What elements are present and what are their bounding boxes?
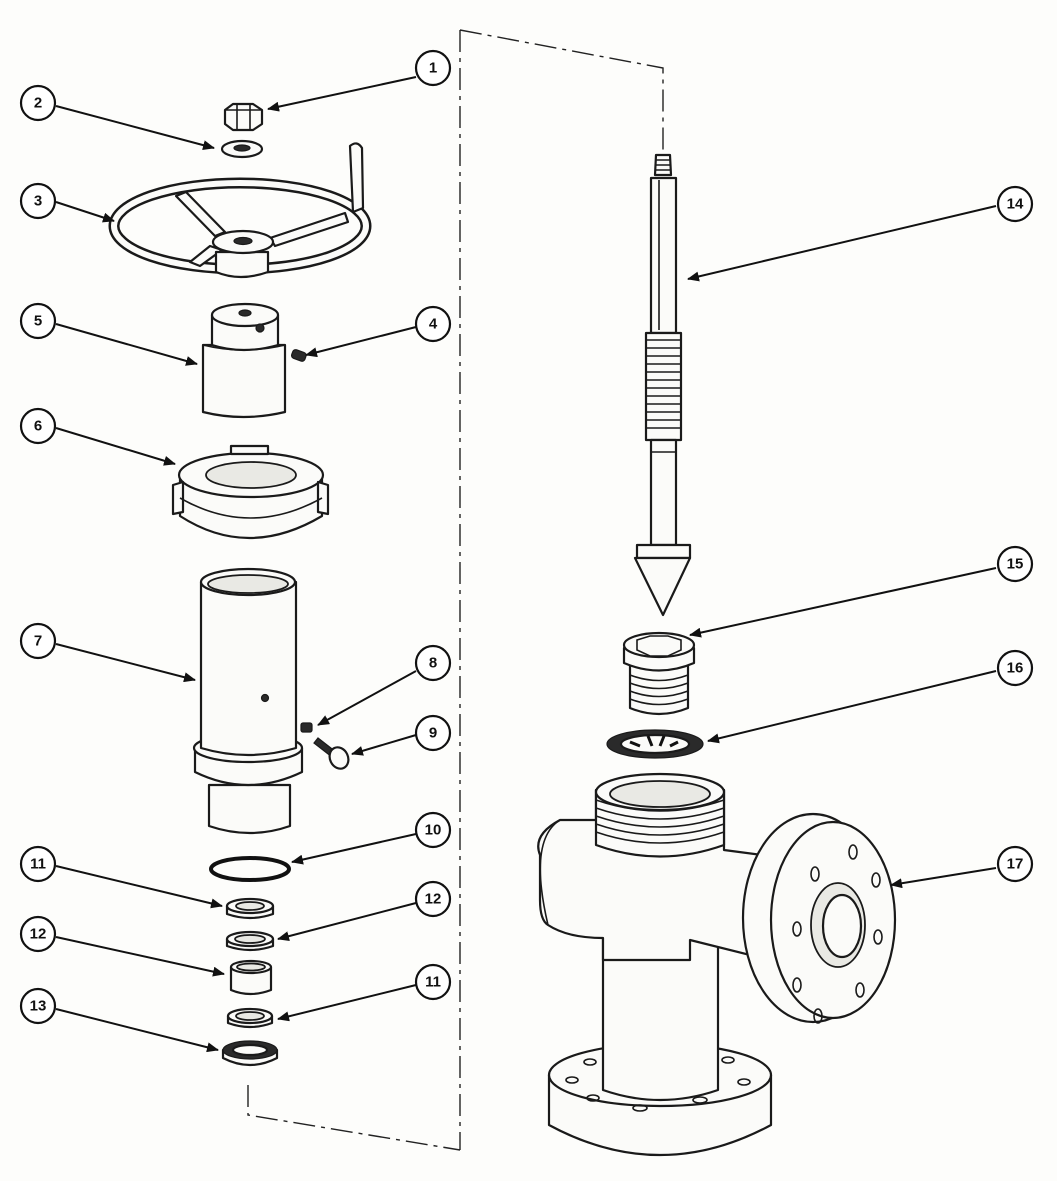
svg-text:1: 1 bbox=[429, 60, 437, 77]
callout-17: 17 bbox=[996, 845, 1034, 883]
svg-text:14: 14 bbox=[1007, 196, 1024, 213]
svg-text:4: 4 bbox=[429, 316, 438, 333]
svg-text:8: 8 bbox=[429, 655, 437, 672]
part-gasket bbox=[606, 729, 704, 759]
assembly-centerline bbox=[247, 29, 664, 1151]
callout-16: 16 bbox=[996, 649, 1034, 687]
callout-10: 10 bbox=[414, 811, 452, 849]
part-seal-ring-upper bbox=[225, 897, 275, 920]
svg-text:11: 11 bbox=[30, 856, 46, 873]
callout-13: 13 bbox=[19, 987, 57, 1025]
part-bonnet-nut bbox=[171, 444, 330, 539]
svg-text:10: 10 bbox=[425, 822, 442, 839]
svg-text:2: 2 bbox=[34, 95, 42, 112]
svg-text:3: 3 bbox=[34, 193, 42, 210]
part-small-screw bbox=[300, 722, 313, 733]
svg-text:12: 12 bbox=[30, 926, 47, 943]
callout-3: 3 bbox=[19, 182, 57, 220]
leader-lines bbox=[55, 76, 997, 1053]
callout-11-upper: 11 bbox=[19, 845, 57, 883]
part-needle-stem bbox=[633, 153, 692, 617]
callout-14: 14 bbox=[996, 185, 1034, 223]
svg-text:15: 15 bbox=[1007, 556, 1024, 573]
part-bonnet bbox=[192, 567, 304, 835]
callout-15: 15 bbox=[996, 545, 1034, 583]
svg-text:13: 13 bbox=[30, 998, 47, 1015]
part-handwheel-hub bbox=[201, 302, 287, 419]
part-handwheel bbox=[108, 142, 372, 279]
svg-text:12: 12 bbox=[425, 891, 442, 908]
svg-text:17: 17 bbox=[1007, 856, 1024, 873]
callout-5: 5 bbox=[19, 302, 57, 340]
part-seat bbox=[622, 631, 696, 716]
svg-text:7: 7 bbox=[34, 633, 42, 650]
part-valve-body bbox=[537, 772, 897, 1157]
svg-text:9: 9 bbox=[429, 725, 437, 742]
callout-2: 2 bbox=[19, 84, 57, 122]
part-lip-seal bbox=[221, 1040, 279, 1067]
svg-text:16: 16 bbox=[1007, 660, 1024, 677]
part-seal-ring-lower bbox=[226, 1007, 274, 1029]
svg-text:5: 5 bbox=[34, 313, 42, 330]
part-washer bbox=[220, 139, 264, 159]
callout-4: 4 bbox=[414, 305, 452, 343]
callout-8: 8 bbox=[414, 644, 452, 682]
part-packing-sleeve bbox=[229, 959, 273, 996]
callout-1: 1 bbox=[414, 49, 452, 87]
part-o-ring bbox=[209, 856, 291, 882]
callout-7: 7 bbox=[19, 622, 57, 660]
callout-6: 6 bbox=[19, 407, 57, 445]
callout-12-right: 12 bbox=[414, 880, 452, 918]
callout-bubbles: 1 2 3 4 5 6 7 8 9 10 11 12 12 11 13 14 1… bbox=[19, 49, 1034, 1025]
svg-text:6: 6 bbox=[34, 418, 42, 435]
callout-9: 9 bbox=[414, 714, 452, 752]
callout-12-left: 12 bbox=[19, 915, 57, 953]
callout-11-lower: 11 bbox=[414, 963, 452, 1001]
part-packing-ring bbox=[225, 930, 275, 952]
part-hex-nut bbox=[223, 102, 264, 132]
svg-text:11: 11 bbox=[425, 974, 441, 991]
part-set-screw bbox=[290, 349, 307, 362]
part-bolt bbox=[313, 737, 350, 770]
